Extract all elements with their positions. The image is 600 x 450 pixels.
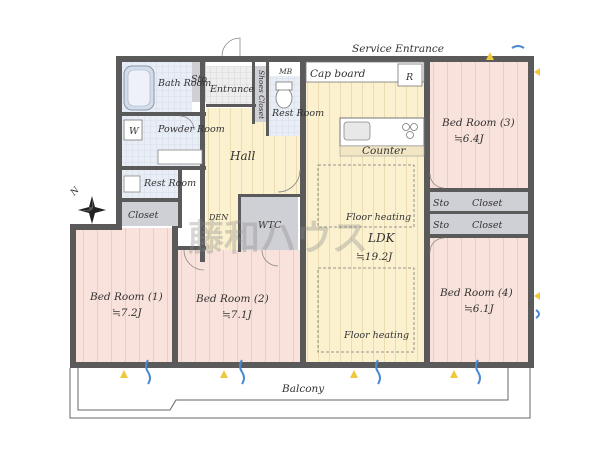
hall-label: Hall	[229, 149, 255, 163]
floor-heating-zone-top	[317, 164, 415, 228]
balcony-outline	[69, 368, 531, 419]
north-label: N	[68, 185, 82, 199]
floor-heating-zone-bottom	[317, 267, 415, 353]
ldk-size: ≒19.2J	[356, 251, 393, 263]
north-arrow-icon	[77, 195, 106, 224]
closet-right-2-label: Closet	[472, 220, 503, 231]
closet-left-label: Closet	[128, 210, 159, 221]
mb-label: MB	[278, 67, 293, 76]
bath-room-label: Bath Room	[157, 78, 211, 89]
mb-floor	[270, 62, 302, 76]
service-entrance-label: Service Entrance	[352, 43, 444, 55]
doors	[179, 37, 445, 271]
closet-right-1-label: Closet	[472, 198, 503, 209]
refrigerator	[397, 63, 423, 87]
bed-room-3-label: Bed Room (3)	[441, 117, 515, 129]
shoes-closet-floor	[254, 66, 268, 122]
wtc-label: WTC	[258, 220, 282, 231]
bed-room-1-floor	[76, 228, 172, 362]
bathtub	[123, 65, 155, 111]
w-label: W	[129, 126, 140, 137]
ldk-floor	[306, 62, 428, 362]
bed-room-2-size: ≒7.1J	[222, 309, 252, 321]
window-markers	[120, 45, 540, 385]
rest-room-top-label: Rest Room	[271, 108, 324, 119]
wtc-floor	[240, 196, 298, 250]
bed-room-2-floor	[178, 250, 300, 362]
bed-room-4-label: Bed Room (4)	[439, 287, 513, 299]
powder-room-label: Powder Room	[157, 124, 225, 135]
balcony-label: Balcony	[281, 383, 325, 395]
bed-room-3-size: ≒6.4J	[454, 133, 484, 145]
den-floor	[206, 194, 240, 250]
counter-label: Counter	[362, 145, 406, 157]
bed-room-2-label: Bed Room (2)	[195, 293, 269, 305]
walls	[70, 56, 534, 368]
bed-room-3-floor	[430, 62, 530, 190]
bed-room-4-size: ≒6.1J	[464, 303, 494, 315]
sto-right-1-label: Sto	[433, 198, 449, 209]
bed-room-1-label: Bed Room (1)	[89, 291, 163, 303]
floor-heating-bottom-label: Floor heating	[343, 330, 409, 341]
powder-sink	[157, 149, 203, 165]
r-label: R	[405, 72, 413, 83]
entrance-label: Entrance	[209, 84, 255, 95]
closet-right-2-floor	[430, 214, 530, 234]
rest-left-sink	[123, 175, 141, 193]
ldk-label: LDK	[367, 231, 396, 245]
closet-left-floor	[122, 202, 180, 226]
cap-board-label: Cap board	[310, 68, 366, 80]
den-label: DEN	[208, 213, 229, 222]
entrance-floor	[206, 66, 254, 106]
washing-machine	[123, 119, 143, 141]
sto-right-2-label: Sto	[433, 220, 449, 231]
shoes-closet-label: Shoes Closet	[257, 70, 266, 120]
closet-right-1-floor	[430, 192, 530, 212]
rest-room-left-label: Rest Room	[143, 178, 196, 189]
bed-room-1-size: ≒7.2J	[112, 307, 142, 319]
sto-top-label: Sto	[191, 74, 207, 85]
toilet-top	[275, 81, 293, 109]
floor-heating-top-label: Floor heating	[345, 212, 411, 223]
cupboard	[305, 61, 425, 83]
bed-room-4-floor	[430, 236, 530, 362]
kitchen-counter	[339, 117, 425, 157]
watermark: 藤和ハウス	[188, 218, 368, 259]
